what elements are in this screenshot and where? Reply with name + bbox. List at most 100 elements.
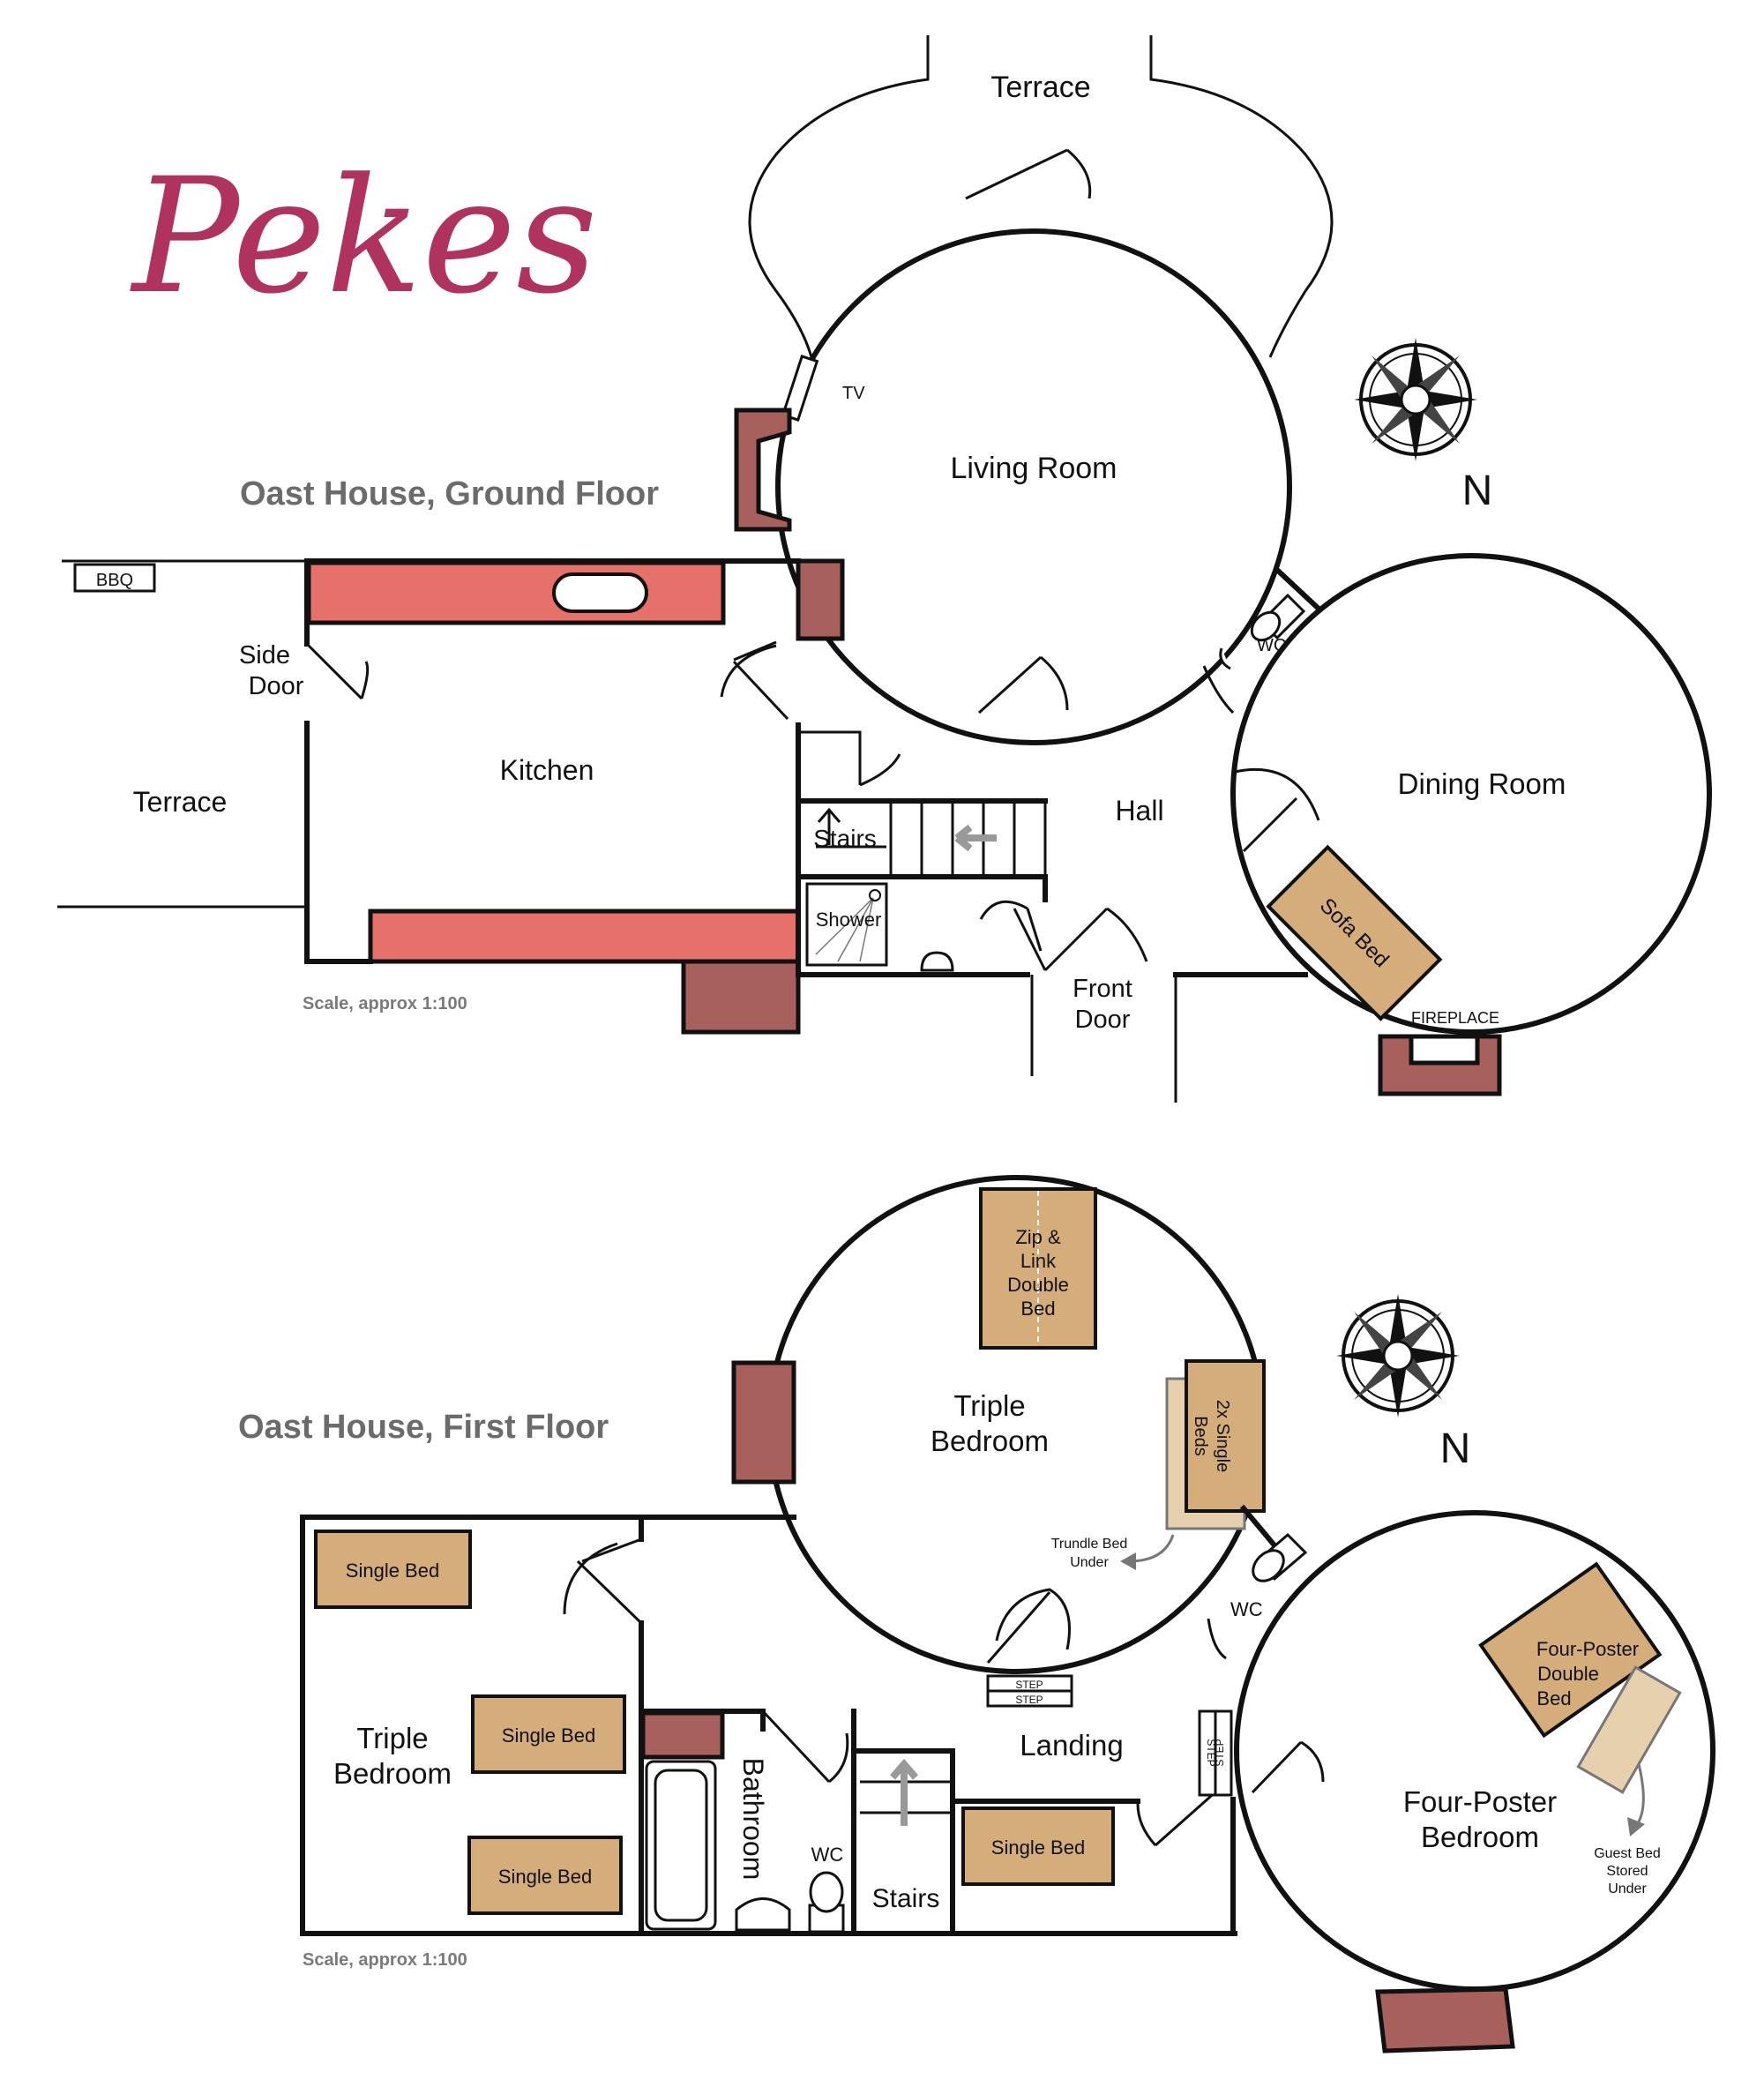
ground-floor-title: Oast House, Ground Floor <box>240 475 659 512</box>
tv-label: TV <box>842 384 865 403</box>
ground-floor-scale: Scale, approx 1:100 <box>303 994 467 1014</box>
triple-bedroom-round-label-2: Bedroom <box>931 1425 1049 1457</box>
first-floor-title: Oast House, First Floor <box>238 1409 609 1446</box>
guest-bed-label-3: Under <box>1608 1881 1647 1896</box>
side-door-label-2: Door <box>249 672 304 700</box>
zip-link-label-1: Zip & <box>1015 1226 1061 1248</box>
step-4 <box>1214 1709 1233 1797</box>
kitchen-worktop-bottom <box>368 909 801 964</box>
single-bed-2-label: Single Bed <box>502 1724 595 1747</box>
four-poster-chimney <box>1375 1986 1515 2053</box>
kitchen-chimney <box>681 959 801 1035</box>
bbq <box>73 563 156 593</box>
compass-n-ground: N <box>1462 468 1493 514</box>
single-bed-landing-label: Single Bed <box>991 1836 1085 1859</box>
four-poster-bedroom-label-2: Bedroom <box>1421 1821 1539 1853</box>
single-bed-3-label: Single Bed <box>498 1866 592 1888</box>
shower-label: Shower <box>816 909 882 931</box>
single-bed-landing <box>961 1806 1115 1886</box>
kitchen-label: Kitchen <box>500 754 594 786</box>
living-room-label: Living Room <box>951 452 1117 485</box>
zip-link-label-3: Double <box>1007 1274 1069 1296</box>
trundle-label-2: Under <box>1070 1555 1109 1570</box>
svg-text:Pekes: Pekes <box>130 145 598 329</box>
front-door[interactable] <box>1043 907 1109 972</box>
first-wc[interactable] <box>1207 1504 1308 1660</box>
step-label-4: STEP <box>1214 1739 1226 1766</box>
shower-icon <box>805 882 888 967</box>
kitchen-worktop-top <box>306 560 726 625</box>
living-room-door[interactable] <box>977 655 1043 714</box>
landing-label: Landing <box>1020 1729 1123 1762</box>
fireplace-label: FIREPLACE <box>1411 1009 1499 1027</box>
triple-bedroom-left-label-2: Bedroom <box>333 1757 452 1790</box>
four-poster-bed-label-2: Double <box>1537 1663 1599 1685</box>
triple-bedroom-left-label-1: Triple <box>356 1722 428 1754</box>
step-label-2: STEP <box>1015 1694 1043 1706</box>
ground-stairs-label: Stairs <box>813 825 877 852</box>
terrace-door[interactable] <box>965 148 1068 200</box>
guest-bed-label-1: Guest Bed <box>1594 1846 1661 1861</box>
living-room-fireplace <box>734 408 792 532</box>
single-bed-2 <box>471 1694 626 1774</box>
first-floor-chimney-left <box>731 1360 796 1485</box>
wc-right-label: WC <box>1230 1598 1263 1620</box>
guest-bed-label-2: Stored <box>1606 1864 1648 1879</box>
first-stairs-label: Stairs <box>872 1884 940 1913</box>
terrace-top-outline <box>748 35 1334 358</box>
two-single-beds-label-2: Beds <box>1191 1416 1210 1456</box>
kitchen-fireplace <box>796 558 845 641</box>
guest-bed <box>1576 1665 1682 1794</box>
wc-left-label: WC <box>811 1844 844 1866</box>
ground-wc[interactable] <box>1202 567 1323 714</box>
triple-bedroom-round-label-1: Triple <box>953 1389 1025 1422</box>
front-door-label-2: Door <box>1075 1006 1131 1034</box>
trundle-label-1: Trundle Bed <box>1051 1537 1128 1552</box>
hall-label: Hall <box>1115 795 1163 827</box>
first-stairs[interactable] <box>851 1748 955 1936</box>
first-floor: Oast House, First Floor Scale, approx 1:… <box>238 1175 1715 2053</box>
living-room-wall <box>775 228 1292 745</box>
single-bed-1-label: Single Bed <box>346 1560 439 1582</box>
dining-room-wall <box>1230 553 1712 1035</box>
dining-room-fireplace <box>1378 1034 1502 1096</box>
step-label-1: STEP <box>1015 1679 1043 1691</box>
toilet-icon <box>1250 610 1282 642</box>
compass-rose-icon <box>1354 338 1477 461</box>
zip-link-label-4: Bed <box>1020 1298 1055 1320</box>
compass-rose-icon <box>1336 1294 1460 1418</box>
bathroom-chimney <box>640 1710 725 1760</box>
two-single-beds-label-1: 2x Single <box>1213 1400 1232 1472</box>
terrace-top-label: Terrace <box>990 71 1090 104</box>
zip-link-label-2: Link <box>1020 1250 1057 1272</box>
step-label-3: STEP <box>1205 1739 1217 1766</box>
ground-stairs[interactable] <box>796 730 1048 879</box>
four-poster-bed-label-3: Bed <box>1536 1687 1571 1709</box>
side-door-label-1: Side <box>239 641 290 669</box>
single-bed-1 <box>314 1530 472 1609</box>
sofa-bed <box>1266 844 1443 1021</box>
ground-floor: Oast House, Ground Floor Scale, approx 1… <box>57 35 1712 1103</box>
compass-n-first: N <box>1440 1425 1471 1472</box>
four-poster-bed-label-1: Four-Poster <box>1536 1638 1639 1660</box>
single-bed-3 <box>467 1836 623 1915</box>
front-door-label-1: Front <box>1073 975 1132 1003</box>
sink-icon <box>552 572 648 613</box>
toilet-icon <box>920 951 954 972</box>
terrace-left-label: Terrace <box>133 786 228 818</box>
first-floor-scale: Scale, approx 1:100 <box>303 1950 467 1970</box>
arrow-icon <box>954 824 997 852</box>
toilet-icon <box>1252 1549 1285 1582</box>
two-single-beds <box>1185 1359 1266 1513</box>
bbq-label: BBQ <box>96 571 133 590</box>
four-poster-bed <box>1478 1561 1663 1739</box>
side-door[interactable] <box>305 642 363 700</box>
arrow-icon <box>889 1758 919 1826</box>
bathroom-label: Bathroom <box>737 1758 769 1881</box>
four-poster-bedroom-label-1: Four-Poster <box>1403 1785 1557 1818</box>
step-2 <box>986 1689 1073 1708</box>
logo: Pekes <box>130 145 598 329</box>
dining-room-label: Dining Room <box>1398 767 1566 800</box>
